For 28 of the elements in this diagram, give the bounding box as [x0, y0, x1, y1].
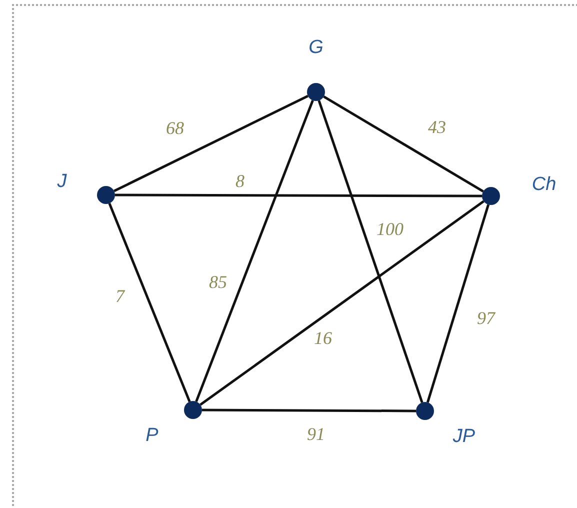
vertex-label: JP	[452, 426, 476, 448]
vertex-dot	[97, 186, 115, 204]
edge-line	[202, 408, 416, 412]
edge-line	[200, 200, 484, 406]
edge-weight: 100	[376, 220, 404, 238]
edge-weight: 43	[427, 118, 447, 136]
vertex-label: Ch	[532, 174, 556, 196]
edge-line	[108, 202, 191, 402]
vertex-dot	[416, 402, 434, 420]
edge-line	[426, 204, 490, 403]
edge-weight: 68	[165, 119, 185, 137]
vertex-dot	[184, 401, 202, 419]
edge-line	[114, 94, 308, 192]
edge-weight: 8	[234, 172, 246, 190]
edge-line	[318, 100, 424, 403]
edge-weight: 97	[476, 309, 496, 327]
vertex-dot	[482, 187, 500, 205]
vertex-dot	[307, 83, 325, 101]
edge-weight: 7	[114, 287, 126, 305]
vertex-label: P	[146, 425, 158, 447]
edge-line	[195, 100, 314, 402]
vertex-label: G	[308, 37, 324, 59]
edge-weight: 91	[306, 425, 326, 443]
edge-line	[115, 194, 482, 198]
edge-line	[323, 96, 484, 192]
edge-weight: 16	[313, 329, 333, 347]
edge-weight: 85	[208, 273, 228, 291]
vertex-label: J	[57, 171, 67, 193]
